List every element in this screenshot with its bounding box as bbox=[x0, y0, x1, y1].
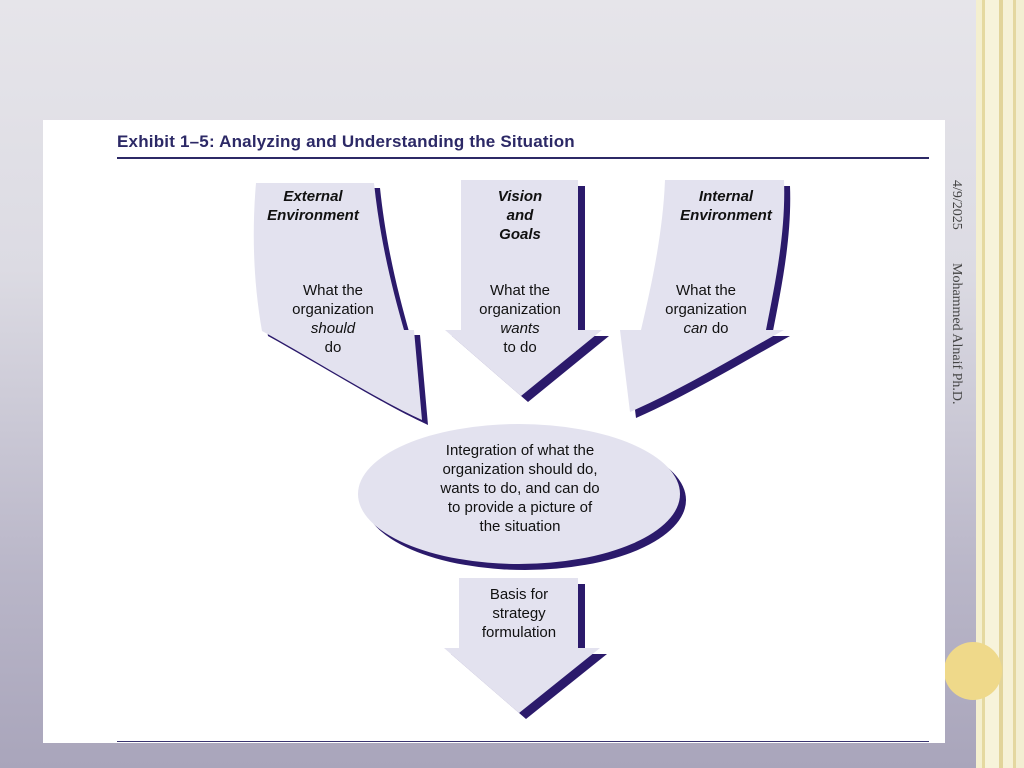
integration-ellipse bbox=[358, 424, 680, 564]
arrow-external bbox=[253, 183, 422, 420]
slide-date: 4/9/2025 bbox=[949, 180, 964, 230]
title-divider bbox=[117, 157, 929, 159]
bottom-divider bbox=[117, 741, 929, 742]
arrow-external-body: What the organization should do bbox=[292, 282, 374, 356]
slide-footer-vertical: 4/9/2025 Mohammed Alnaif Ph.D. bbox=[948, 180, 964, 404]
arrow-basis bbox=[444, 578, 600, 713]
arrow-vision-heading: Vision and Goals bbox=[497, 188, 543, 243]
arrow-internal bbox=[620, 180, 785, 412]
slide-author: Mohammed Alnaif Ph.D. bbox=[949, 262, 964, 405]
basis-text: Basis for strategy formulation bbox=[481, 586, 557, 641]
arrow-vision bbox=[445, 180, 602, 396]
integration-text: Integration of what the organization sho… bbox=[440, 442, 600, 535]
exhibit-title: Exhibit 1–5: Analyzing and Understanding… bbox=[117, 132, 575, 151]
arrow-vision-body: What the organization wants to do bbox=[479, 282, 561, 356]
arrow-internal-body: What the organization can do bbox=[665, 282, 747, 337]
arrow-external-heading: External Environment bbox=[267, 188, 359, 224]
decorative-circle bbox=[944, 642, 1002, 700]
arrow-internal-heading: Internal Environment bbox=[680, 188, 772, 224]
slide-border-stripes bbox=[976, 0, 1024, 768]
